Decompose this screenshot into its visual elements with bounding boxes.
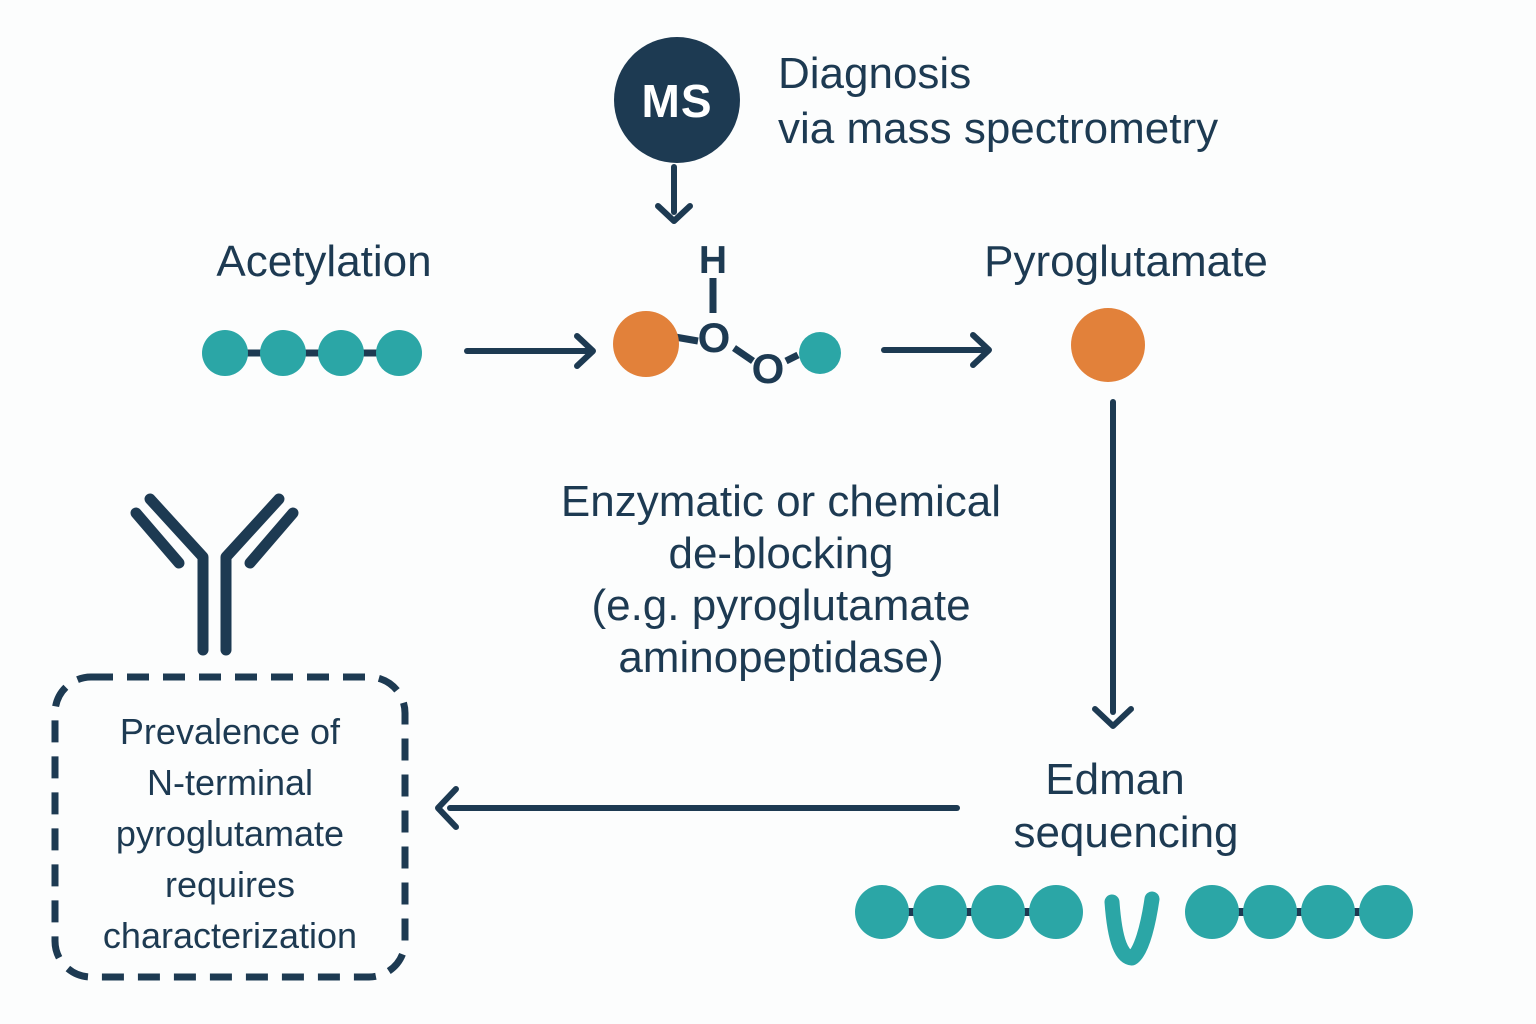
deblocking-line2: de-blocking	[668, 529, 893, 578]
peptide-residue	[1359, 885, 1413, 939]
deblocking-caption-group: Enzymatic or chemical de-blocking (e.g. …	[561, 477, 1001, 682]
diagnosis-label-line2: via mass spectrometry	[778, 104, 1218, 153]
peptide-residue	[971, 885, 1025, 939]
ms-diagnosis-group: MS Diagnosis via mass spectrometry	[614, 37, 1218, 224]
edman-group: Edman sequencing	[1013, 755, 1238, 857]
arrow-ms-down-head	[655, 203, 693, 224]
atom-h-label: H	[699, 239, 727, 282]
acetylation-label: Acetylation	[216, 237, 431, 286]
peptide-residue	[855, 885, 909, 939]
conclusion-box-group: Prevalence of N-terminal pyroglutamate r…	[51, 673, 409, 981]
antibody-light-chain-right	[244, 507, 299, 569]
edman-label-line2: sequencing	[1013, 808, 1238, 857]
pyroglutamate-residue-orange	[1071, 308, 1145, 382]
atom-o2-label: O	[752, 345, 785, 392]
peptide-residue	[1029, 885, 1083, 939]
diagnosis-label-line1: Diagnosis	[778, 49, 971, 98]
deblocking-line1: Enzymatic or chemical	[561, 477, 1001, 526]
modified-residue-orange	[613, 311, 679, 377]
bond-o2-residue	[784, 351, 800, 365]
cleaved-peptide-group	[855, 885, 1413, 966]
arrow-acetylation-to-molecule	[464, 333, 596, 369]
peptide-residue	[318, 330, 364, 376]
peptide-residue	[1301, 885, 1355, 939]
peptide-residue	[376, 330, 422, 376]
acetylation-group: Acetylation	[202, 237, 432, 376]
peptide-residue	[202, 330, 248, 376]
arrow-pyroglutamate-to-edman	[1092, 399, 1134, 729]
blocked-molecule-group: H O O	[613, 239, 841, 392]
peptide-residue	[1243, 885, 1297, 939]
bond-o1-o2	[732, 345, 755, 364]
atom-o1-label: O	[698, 314, 731, 361]
cleavage-v-icon	[1104, 891, 1160, 966]
antibody-heavy-chain-right	[220, 493, 285, 656]
peptide-residue	[260, 330, 306, 376]
conclusion-line2: N-terminal	[147, 762, 313, 803]
arrow-head	[435, 786, 459, 830]
conclusion-line1: Prevalence of	[120, 711, 341, 752]
arrow-head	[970, 332, 992, 368]
deblocking-line4: aminopeptidase)	[618, 633, 943, 682]
arrow-molecule-to-pyroglutamate	[881, 332, 992, 368]
peptide-residue	[913, 885, 967, 939]
arrow-head	[574, 333, 596, 369]
conclusion-line3: pyroglutamate	[116, 813, 344, 854]
ms-circle-icon	[614, 37, 740, 163]
antibody-light-chain-left	[130, 507, 185, 569]
peptide-residue	[799, 332, 841, 374]
pyroglutamate-label: Pyroglutamate	[984, 237, 1268, 286]
ms-badge-label: MS	[642, 75, 713, 127]
pyroglutamate-group: Pyroglutamate	[984, 237, 1268, 382]
arrow-edman-to-conclusion	[435, 786, 960, 830]
arrow-head	[1092, 706, 1134, 729]
edman-label-line1: Edman	[1045, 755, 1184, 804]
conclusion-dashed-border	[51, 673, 409, 981]
antibody-y-icon	[130, 493, 299, 656]
deblocking-line3: (e.g. pyroglutamate	[591, 581, 970, 630]
conclusion-line5: characterization	[103, 915, 357, 956]
bond-residue-o1	[674, 333, 699, 345]
antibody-heavy-chain-left	[144, 493, 209, 656]
conclusion-line4: requires	[165, 864, 295, 905]
peptide-residue	[1185, 885, 1239, 939]
